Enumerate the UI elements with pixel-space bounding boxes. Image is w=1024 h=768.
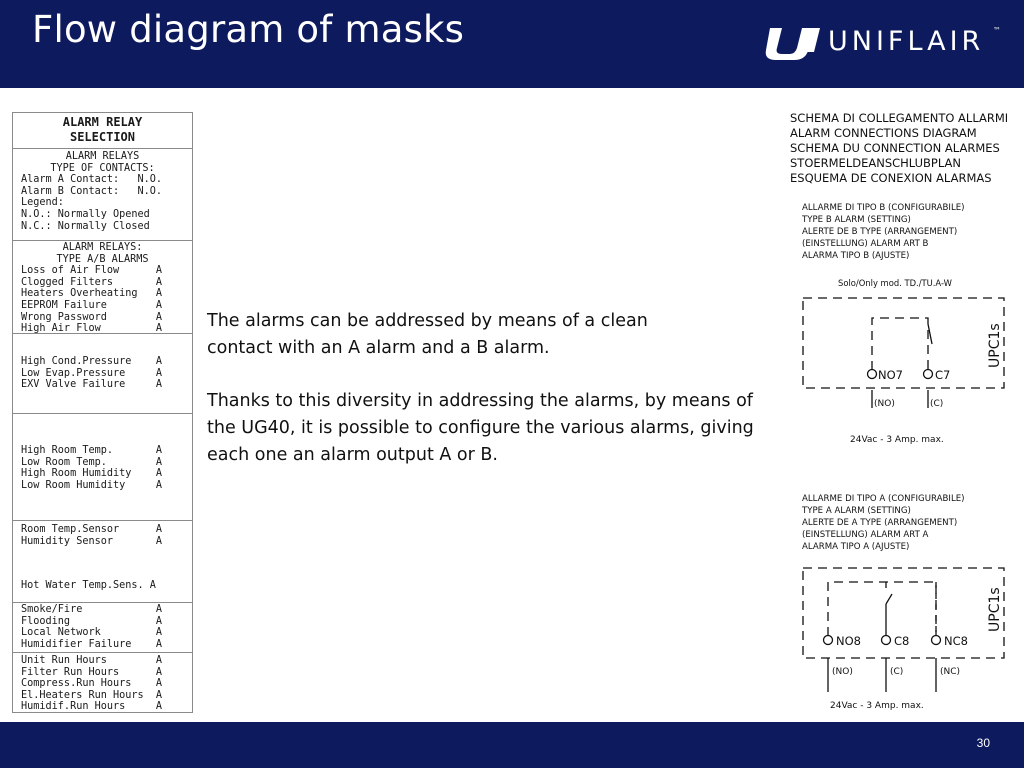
footer-bar: 30 [0, 722, 1024, 768]
table-group-airflow: ALARM RELAYS: TYPE A/B ALARMS Loss of Ai… [13, 241, 192, 334]
table-title-section: ALARM RELAY SELECTION [13, 113, 192, 149]
table-line: High Air Flow A [21, 323, 163, 335]
table-line: Clogged Filters A [21, 276, 163, 288]
type-b-line: ALERTE DE B TYPE (ARRANGEMENT) [802, 227, 957, 237]
table-contacts-section: ALARM RELAYS TYPE OF CONTACTS: Alarm A C… [13, 149, 192, 241]
table-line: Filter Run Hours A [21, 666, 163, 678]
table-group-pressure: High Cond.Pressure A Low Evap.Pressure A… [13, 334, 192, 414]
table-line: High Cond.Pressure A [21, 356, 163, 367]
body-paragraph: The alarms can be addressed by means of … [207, 311, 648, 358]
table-line: Smoke/Fire A [21, 604, 163, 615]
table-line: Low Room Humidity A [21, 479, 163, 491]
table-line: Local Network A [21, 627, 163, 639]
table-line: Flooding A [21, 615, 163, 627]
type-b-controller-label: UPC1s [987, 323, 1003, 368]
diagram-heading-line: STOERMELDEANSCHLUBPLAN [790, 156, 961, 170]
type-a-code: (NO) [832, 667, 853, 677]
page-number: 30 [976, 736, 990, 750]
type-b-rating: 24Vac - 3 Amp. max. [850, 435, 944, 445]
table-line: Compress.Run Hours A [21, 678, 163, 690]
table-line: TYPE OF CONTACTS: [50, 162, 155, 174]
type-a-controller-label: UPC1s [987, 587, 1003, 632]
table-group-room: High Room Temp. A Low Room Temp. A High … [13, 414, 192, 521]
type-a-line: ALERTE DE A TYPE (ARRANGEMENT) [802, 518, 957, 528]
diagram-heading-line: SCHEMA DU CONNECTION ALARMES [790, 141, 1000, 155]
type-a-code: (C) [890, 667, 903, 677]
table-line: Legend: [21, 197, 64, 209]
type-b-line: ALARMA TIPO B (AJUSTE) [802, 251, 909, 261]
type-a-line: ALARMA TIPO A (AJUSTE) [802, 542, 909, 552]
table-line: Alarm B Contact: N.O. [21, 185, 163, 197]
table-line: Humidity Sensor A [21, 535, 163, 547]
type-a-line: TYPE A ALARM (SETTING) [801, 506, 911, 516]
uniflair-logo: UNIFLAIR ™ [762, 24, 1012, 64]
type-b-circuit [802, 297, 1005, 408]
table-line: N.C.: Normally Closed [21, 220, 150, 232]
table-line: High Room Humidity A [21, 468, 163, 480]
body-text: The alarms can be addressed by means of … [207, 308, 777, 495]
alarm-connections-diagram: SCHEMA DI COLLEGAMENTO ALLARMI ALARM CON… [790, 111, 1008, 711]
type-a-terminal: NO8 [836, 634, 861, 648]
table-group-safety: Smoke/Fire A Flooding A Local Network A … [13, 603, 192, 653]
type-b-line: ALLARME DI TIPO B (CONFIGURABILE) [802, 203, 965, 213]
type-b-terminal: C7 [935, 368, 950, 382]
table-line: EXV Valve Failure A [21, 379, 163, 391]
table-line: EEPROM Failure A [21, 299, 163, 311]
type-a-terminal: NC8 [944, 634, 968, 648]
type-a-line: (EINSTELLUNG) ALARM ART A [802, 530, 929, 540]
type-a-code: (NC) [940, 667, 960, 677]
diagram-heading-line: SCHEMA DI COLLEGAMENTO ALLARMI [790, 111, 1008, 125]
table-line: Wrong Password A [21, 311, 163, 323]
table-line: Low Evap.Pressure A [21, 367, 163, 379]
table-line: Room Temp.Sensor A [21, 524, 163, 535]
table-line: El.Heaters Run Hours A [21, 689, 163, 701]
type-a-circuit [802, 567, 1005, 692]
table-group-sensors: Room Temp.Sensor A Humidity Sensor A Hot… [13, 521, 192, 603]
type-b-code: (NO) [874, 399, 895, 409]
header-bar: Flow diagram of masks UNIFLAIR ™ [0, 0, 1024, 88]
type-b-code: (C) [930, 399, 943, 409]
type-b-terminal: NO7 [878, 368, 903, 382]
type-b-line: (EINSTELLUNG) ALARM ART B [802, 239, 929, 249]
table-title-line: ALARM RELAY [62, 115, 143, 129]
type-b-line: TYPE B ALARM (SETTING) [801, 215, 911, 225]
type-a-terminal: C8 [894, 634, 909, 648]
table-line: High Room Temp. A [21, 445, 163, 456]
slide-title: Flow diagram of masks [32, 8, 465, 51]
type-b-model-note: Solo/Only mod. TD./TU.A-W [838, 278, 952, 288]
table-line: Low Room Temp. A [21, 456, 163, 468]
body-paragraph: Thanks to this diversity in addressing t… [207, 391, 754, 465]
table-line: Humidifier Failure A [21, 638, 163, 650]
table-line: Alarm A Contact: N.O. [21, 174, 163, 186]
type-a-rating: 24Vac - 3 Amp. max. [830, 701, 924, 711]
table-line: TYPE A/B ALARMS [56, 253, 149, 265]
uniflair-logo-mark-icon [765, 28, 820, 60]
alarm-relay-table: ALARM RELAY SELECTION ALARM RELAYS TYPE … [12, 112, 193, 713]
table-line: ALARM RELAYS: [62, 242, 143, 253]
type-a-line: ALLARME DI TIPO A (CONFIGURABILE) [802, 494, 965, 504]
table-line: Heaters Overheating A [21, 288, 163, 300]
table-line: ALARM RELAYS [65, 151, 140, 162]
table-title-line: SELECTION [69, 130, 136, 144]
table-line: Unit Run Hours A [21, 655, 163, 666]
table-group-hours: Unit Run Hours A Filter Run Hours A Comp… [13, 653, 192, 712]
table-line: Humidif.Run Hours A [21, 701, 163, 713]
diagram-heading-line: ESQUEMA DE CONEXION ALARMAS [790, 171, 992, 185]
table-line: Loss of Air Flow A [21, 265, 163, 277]
table-line: Hot Water Temp.Sens. A [21, 580, 156, 592]
logo-wordmark: UNIFLAIR [828, 26, 985, 57]
logo-trademark: ™ [993, 26, 1001, 35]
diagram-heading-line: ALARM CONNECTIONS DIAGRAM [790, 126, 977, 140]
table-line: N.O.: Normally Opened [21, 208, 150, 220]
